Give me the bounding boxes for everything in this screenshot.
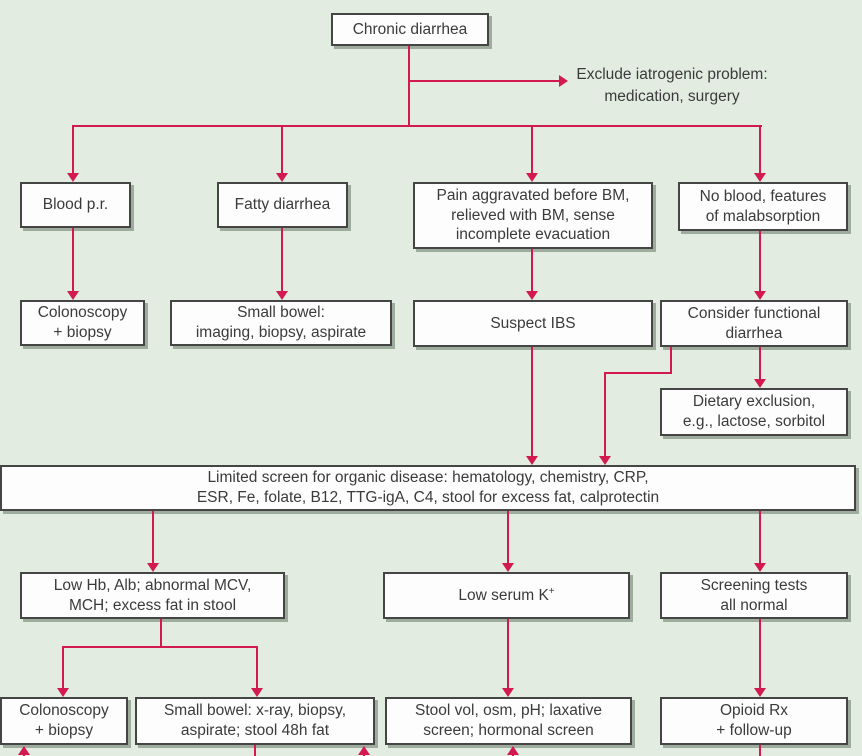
node-consider-functional-label: Consider functional diarrhea — [687, 304, 821, 342]
node-limited-screen: Limited screen for organic disease: hema… — [0, 465, 856, 511]
arrowhead-dietary-icon — [754, 379, 766, 388]
node-pain-bm-label: Pain aggravated before BM, relieved with… — [436, 186, 630, 244]
node-blood-pr: Blood p.r. — [20, 182, 131, 228]
connector-fatty-to-smallbowel — [281, 228, 283, 292]
arrowhead-screening-normal-icon — [754, 563, 766, 572]
arrowhead-screen-right-icon — [599, 456, 611, 465]
node-low-hb: Low Hb, Alb; abnormal MCV, MCH; excess f… — [20, 572, 285, 619]
connector-screen-to-lowk — [507, 511, 509, 564]
node-low-hb-label: Low Hb, Alb; abnormal MCV, MCH; excess f… — [53, 576, 252, 614]
connector-drop-fatty — [281, 125, 283, 173]
connector-stub-1 — [23, 754, 25, 756]
arrowhead-up-small-bowel-2-icon — [358, 746, 370, 755]
node-stool-vol-label: Stool vol, osm, pH; laxative screen; hor… — [415, 702, 602, 739]
connector-drop-no-blood — [759, 125, 761, 173]
arrowhead-pain-icon — [526, 173, 538, 182]
node-chronic-diarrhea-label: Chronic diarrhea — [352, 20, 468, 38]
node-small-bowel-2-label: Small bowel: x-ray, biopsy, aspirate; st… — [163, 702, 347, 739]
node-chronic-diarrhea: Chronic diarrhea — [331, 13, 489, 46]
node-colonoscopy-biopsy-1-label: Colonoscopy + biopsy — [37, 304, 128, 341]
connector-functional-elbow-3 — [604, 374, 606, 457]
arrowhead-exclude-icon — [559, 75, 568, 87]
node-blood-pr-label: Blood p.r. — [42, 196, 109, 214]
arrowhead-small-bowel-2-icon — [251, 688, 263, 697]
connector-lowk-to-stoolvol — [507, 619, 509, 689]
node-suspect-ibs-label: Suspect IBS — [490, 314, 576, 332]
arrowhead-fatty-icon — [276, 173, 288, 182]
arrowhead-lowk-icon — [502, 563, 514, 572]
connector-lowhb-right-drop — [256, 648, 258, 689]
connector-drop-blood-pr — [72, 125, 74, 173]
arrowhead-stool-vol-icon — [502, 688, 514, 697]
node-consider-functional: Consider functional diarrhea — [660, 300, 848, 347]
arrowhead-suspect-ibs-icon — [526, 291, 538, 300]
node-screening-normal-label: Screening tests all normal — [700, 576, 808, 614]
node-stool-vol: Stool vol, osm, pH; laxative screen; hor… — [385, 697, 632, 745]
connector-ibs-to-screen — [531, 347, 533, 457]
node-opioid-rx-label: Opioid Rx + follow-up — [716, 702, 792, 739]
node-small-bowel-1: Small bowel: imaging, biopsy, aspirate — [170, 300, 392, 346]
connector-screen-to-lowhb — [152, 511, 154, 564]
node-small-bowel-1-label: Small bowel: imaging, biopsy, aspirate — [195, 304, 367, 341]
connector-stub-3 — [363, 754, 365, 756]
arrowhead-blood-pr-icon — [67, 173, 79, 182]
connector-chronic-stem — [408, 46, 410, 126]
connector-functional-to-dietary — [759, 347, 761, 380]
node-suspect-ibs: Suspect IBS — [413, 300, 653, 347]
connector-exclude-branch — [409, 80, 559, 82]
connector-main-branch — [72, 125, 762, 127]
connector-lowhb-left-drop — [62, 648, 64, 689]
node-colonoscopy-biopsy-2-label: Colonoscopy + biopsy — [19, 702, 109, 739]
node-colonoscopy-biopsy-1: Colonoscopy + biopsy — [20, 300, 145, 346]
arrowhead-small-bowel-1-icon — [276, 291, 288, 300]
node-pain-bm: Pain aggravated before BM, relieved with… — [413, 182, 653, 249]
connector-lowhb-branch — [62, 646, 258, 648]
node-opioid-rx: Opioid Rx + follow-up — [660, 697, 848, 745]
arrowhead-lowhb-icon — [147, 563, 159, 572]
arrowhead-colonoscopy-2-icon — [57, 688, 69, 697]
connector-blood-to-colonoscopy — [72, 228, 74, 292]
node-low-serum-k: Low serum K+ — [383, 572, 630, 619]
node-screening-normal: Screening tests all normal — [660, 572, 848, 619]
connector-screen-to-normal — [759, 511, 761, 564]
connector-lowhb-stem — [160, 619, 162, 648]
connector-pain-to-ibs — [531, 249, 533, 292]
connector-normal-to-opioid — [759, 619, 761, 689]
node-low-serum-k-label: Low serum K+ — [458, 585, 555, 604]
node-no-blood-malabsorption: No blood, features of malabsorption — [678, 182, 848, 231]
node-dietary-exclusion: Dietary exclusion, e.g., lactose, sorbit… — [660, 388, 848, 436]
connector-functional-elbow-1 — [670, 347, 672, 374]
connector-stub-2 — [254, 745, 256, 756]
arrowhead-no-blood-icon — [754, 173, 766, 182]
arrowhead-up-stool-vol-icon — [507, 746, 519, 755]
node-fatty-diarrhea: Fatty diarrhea — [217, 182, 348, 228]
connector-noblood-to-functional — [759, 231, 761, 292]
arrowhead-up-colonoscopy-2-icon — [18, 746, 30, 755]
connector-stub-4 — [512, 754, 514, 756]
node-fatty-diarrhea-label: Fatty diarrhea — [234, 196, 331, 214]
arrowhead-screen-left-icon — [526, 456, 538, 465]
node-dietary-exclusion-label: Dietary exclusion, e.g., lactose, sorbit… — [682, 393, 826, 430]
node-no-blood-malabsorption-label: No blood, features of malabsorption — [699, 187, 827, 225]
connector-drop-pain — [531, 125, 533, 173]
connector-stub-5 — [759, 745, 761, 756]
arrowhead-opioid-icon — [754, 688, 766, 697]
arrowhead-consider-functional-icon — [754, 291, 766, 300]
node-small-bowel-2: Small bowel: x-ray, biopsy, aspirate; st… — [135, 697, 375, 745]
node-limited-screen-label: Limited screen for organic disease: hema… — [196, 469, 660, 506]
note-exclude-iatrogenic: Exclude iatrogenic problem: medication, … — [576, 66, 768, 105]
node-colonoscopy-biopsy-2: Colonoscopy + biopsy — [0, 697, 128, 745]
connector-functional-elbow-2 — [604, 372, 672, 374]
arrowhead-colonoscopy-1-icon — [67, 291, 79, 300]
